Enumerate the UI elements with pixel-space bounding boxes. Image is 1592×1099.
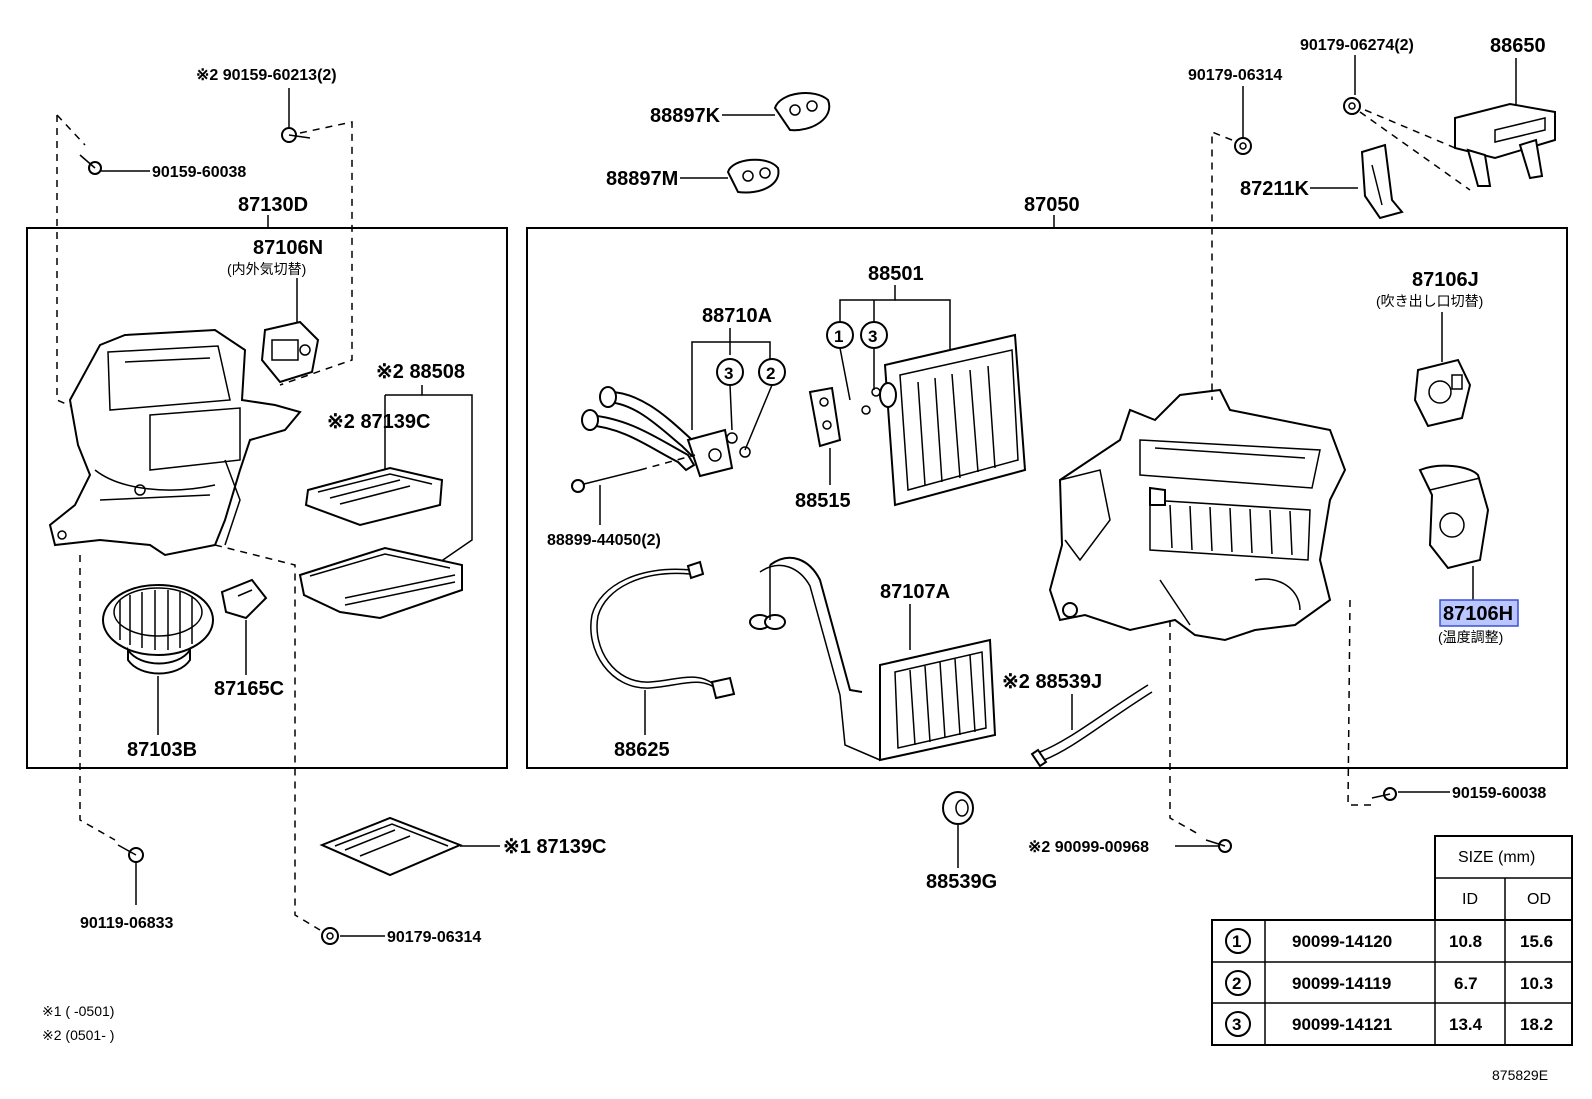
label-87106N[interactable]: 87106N (253, 237, 323, 259)
label-87106H-sub: (温度調整) (1438, 629, 1503, 645)
highlight-87106H (1439, 599, 1519, 627)
label-87211K[interactable]: 87211K (1240, 178, 1310, 200)
bolt-icon (117, 844, 144, 863)
screw-icon (1371, 787, 1397, 801)
bolt-88899-44050 (571, 454, 696, 493)
table-row: 1 90099-14120 10.8 15.6 (1225, 928, 1553, 954)
label-90159-60213[interactable]: ※2 90159-60213(2) (196, 67, 337, 84)
table-cell-part: 90099-14119 (1292, 974, 1391, 993)
label-90179-06274[interactable]: 90179-06274(2) (1300, 37, 1414, 54)
filter-case-88508 (298, 546, 463, 620)
svg-text:3: 3 (1232, 1015, 1241, 1034)
wire-harness-88625 (590, 560, 736, 700)
footnote-2: ※2 (0501- ) (42, 1027, 114, 1043)
svg-text:2: 2 (1232, 974, 1241, 993)
label-88897K[interactable]: 88897K (650, 105, 721, 127)
blower-motor-87103B (102, 584, 214, 675)
label-88539G[interactable]: 88539G (926, 871, 997, 893)
label-87139C-a[interactable]: ※2 87139C (327, 411, 431, 433)
grommet-88897K (773, 92, 831, 132)
label-88508[interactable]: ※2 88508 (376, 361, 465, 383)
table-cell-id: 6.7 (1454, 974, 1478, 993)
label-87050[interactable]: 87050 (1024, 194, 1080, 216)
evaporator-88501 (861, 333, 1027, 507)
bracket-87211K (1360, 143, 1404, 220)
servo-motor-87106N (260, 320, 320, 384)
bolt-icon (281, 127, 311, 143)
clip-nut-icon (1343, 97, 1361, 115)
size-table-col-id: ID (1462, 891, 1478, 908)
clip-nut-icon (321, 927, 339, 945)
size-table-col-od: OD (1527, 891, 1551, 908)
callout-3: 3 (860, 321, 888, 349)
size-table: SIZE (mm) ID OD 1 90099-14120 10.8 15.6 … (1211, 835, 1573, 1046)
heater-core-87107A (749, 556, 997, 762)
label-88710A[interactable]: 88710A (702, 305, 772, 327)
grommet-88897M (726, 158, 780, 194)
svg-text:1: 1 (834, 327, 843, 346)
label-88897M[interactable]: 88897M (606, 168, 678, 190)
label-88539J[interactable]: ※2 88539J (1002, 671, 1102, 693)
callout-1: 1 (826, 321, 854, 349)
ac-amplifier-88650 (1454, 102, 1556, 187)
svg-text:3: 3 (724, 364, 733, 383)
label-87106J-sub: (吹き出し口切替) (1376, 293, 1483, 309)
servo-motor-87106J (1413, 358, 1472, 428)
label-90179-06314-a[interactable]: 90179-06314 (387, 929, 481, 946)
table-cell-part: 90099-14120 (1292, 932, 1392, 951)
label-87106J[interactable]: 87106J (1412, 269, 1479, 291)
label-87103B[interactable]: 87103B (127, 739, 197, 761)
grommet-88539G (942, 791, 974, 825)
servo-motor-87106H (1418, 464, 1490, 570)
resistor-87165C (220, 578, 268, 620)
label-88501[interactable]: 88501 (868, 263, 924, 285)
table-row: 3 90099-14121 13.4 18.2 (1225, 1011, 1553, 1037)
label-87107A[interactable]: 87107A (880, 581, 950, 603)
left-assembly-frame (26, 227, 508, 769)
table-row: 2 90099-14119 6.7 10.3 (1225, 970, 1553, 996)
label-88625[interactable]: 88625 (614, 739, 670, 761)
label-90179-06314-b[interactable]: 90179-06314 (1188, 67, 1282, 84)
cabin-filter-87139C-b (319, 816, 463, 877)
pipe-assembly-88710A (581, 386, 751, 478)
table-cell-part: 90099-14121 (1292, 1015, 1392, 1034)
clip-nut-icon (1234, 137, 1252, 155)
label-88650[interactable]: 88650 (1490, 35, 1546, 57)
cabin-filter-87139C (304, 466, 444, 527)
label-90099-00968[interactable]: ※2 90099-00968 (1028, 839, 1149, 856)
table-cell-od: 18.2 (1520, 1015, 1553, 1034)
size-table-header: SIZE (mm) (1458, 849, 1535, 866)
diagram-id: 875829E (1492, 1067, 1548, 1083)
footnote-1: ※1 ( -0501) (42, 1003, 114, 1019)
label-87165C[interactable]: 87165C (214, 678, 284, 700)
svg-text:2: 2 (766, 364, 775, 383)
svg-text:3: 3 (868, 327, 877, 346)
table-cell-id: 13.4 (1449, 1015, 1483, 1034)
table-cell-id: 10.8 (1449, 932, 1482, 951)
callout-2: 2 (758, 358, 786, 386)
table-cell-od: 10.3 (1520, 974, 1553, 993)
drain-hose-88539J (1030, 684, 1153, 768)
label-88515[interactable]: 88515 (795, 490, 851, 512)
screw-icon (1205, 839, 1232, 853)
table-cell-od: 15.6 (1520, 932, 1553, 951)
expansion-valve-88515 (808, 386, 842, 448)
label-87106N-sub: (内外気切替) (227, 261, 306, 277)
label-87130D[interactable]: 87130D (238, 194, 308, 216)
label-90159-60038-b[interactable]: 90159-60038 (1452, 785, 1546, 802)
label-88899-44050[interactable]: 88899-44050(2) (547, 532, 661, 549)
blower-housing-87130D (48, 328, 302, 557)
hvac-case-87050 (1048, 388, 1347, 642)
label-90159-60038-a[interactable]: 90159-60038 (152, 164, 246, 181)
callout-3: 3 (716, 358, 744, 386)
label-90119-06833[interactable]: 90119-06833 (80, 915, 174, 932)
label-87139C-b[interactable]: ※1 87139C (503, 836, 607, 858)
right-assembly-frame (526, 227, 1568, 769)
screw-icon (79, 154, 102, 175)
svg-text:1: 1 (1232, 932, 1241, 951)
label-87106H[interactable]: 87106H (1443, 603, 1513, 625)
